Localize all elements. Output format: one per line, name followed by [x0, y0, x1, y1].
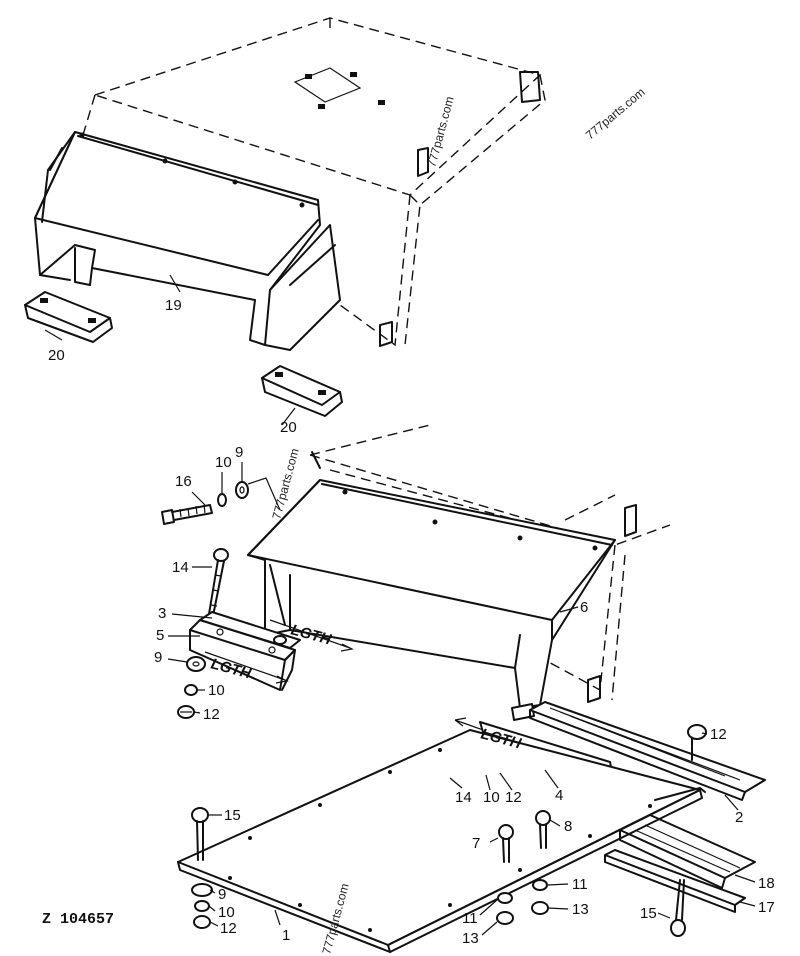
callout-6: 6 [580, 599, 588, 616]
bolt-15-right [670, 879, 686, 937]
strip-3 [199, 611, 301, 649]
callout-12-left: 12 [203, 706, 220, 723]
callout-19: 19 [165, 297, 182, 314]
washer-11-mid [497, 892, 513, 904]
leader-lines [44, 274, 756, 936]
callout-12-right: 12 [505, 789, 522, 806]
bolt-15-left [191, 807, 209, 861]
watermark-top-right: 777parts.com [583, 85, 648, 142]
strip-5 [189, 619, 296, 691]
bolt-7 [498, 824, 514, 863]
callout-12-top-right: 12 [710, 726, 727, 743]
floor-plate-1 [177, 729, 706, 953]
callout-9-upper: 9 [235, 444, 243, 461]
washer-10-upper [217, 493, 227, 507]
callout-7: 7 [472, 835, 480, 852]
step-plate-2 [529, 701, 766, 801]
callout-10-right: 10 [483, 789, 500, 806]
callout-1: 1 [282, 927, 290, 944]
bolt-14-vertical [207, 548, 229, 622]
lgth-label-2: LGTH [209, 655, 254, 682]
callout-18: 18 [758, 875, 775, 892]
nut-12-lower [193, 915, 211, 929]
nut-12-top-right [687, 724, 707, 740]
callout-17: 17 [758, 899, 775, 916]
callout-15-left: 15 [224, 807, 241, 824]
washer-9-lower [191, 883, 213, 897]
callout-12-lower: 12 [220, 920, 237, 937]
bolt-16 [161, 504, 213, 525]
callout-10-lower: 10 [218, 904, 235, 921]
bracket-upper-left [24, 291, 113, 343]
callout-labels: 19 20 20 16 10 9 14 3 5 9 10 12 6 12 2 4… [48, 297, 775, 947]
callout-13-right: 13 [572, 901, 589, 918]
washer-9-left [186, 656, 206, 672]
callout-14-right: 14 [455, 789, 472, 806]
washer-10-lower [194, 900, 210, 912]
callout-10-left: 10 [208, 682, 225, 699]
washer-9-upper [235, 477, 281, 511]
washer-11-right [532, 879, 548, 891]
drawing-code: Z 104657 [42, 911, 114, 928]
nut-13-mid [496, 911, 514, 925]
bracket-upper-right [261, 365, 343, 417]
washer-10-left [184, 684, 198, 696]
lower-shield [247, 479, 616, 721]
nut-13-right [531, 901, 549, 915]
callout-11-mid: 11 [462, 910, 478, 927]
callout-15-right: 15 [640, 905, 657, 922]
upper-frame [79, 17, 546, 347]
callout-20-right: 20 [280, 419, 297, 436]
callout-14-left: 14 [172, 559, 189, 576]
callout-11-right: 11 [572, 876, 588, 893]
callout-8: 8 [564, 818, 572, 835]
callout-16: 16 [175, 473, 192, 490]
callout-3: 3 [158, 605, 166, 622]
watermark-upper-mid: 777parts.com [424, 95, 456, 169]
callout-5: 5 [156, 627, 164, 644]
strip-17 [604, 849, 746, 913]
callout-20-left: 20 [48, 347, 65, 364]
bolt-8 [535, 810, 551, 849]
nut-12-left [177, 705, 195, 719]
callout-2: 2 [735, 809, 743, 826]
callout-9-lower: 9 [218, 886, 226, 903]
callout-10-upper: 10 [215, 454, 232, 471]
callout-9-left: 9 [154, 649, 162, 666]
upper-shield [34, 131, 341, 351]
callout-4: 4 [555, 787, 563, 804]
callout-13-mid: 13 [462, 930, 479, 947]
